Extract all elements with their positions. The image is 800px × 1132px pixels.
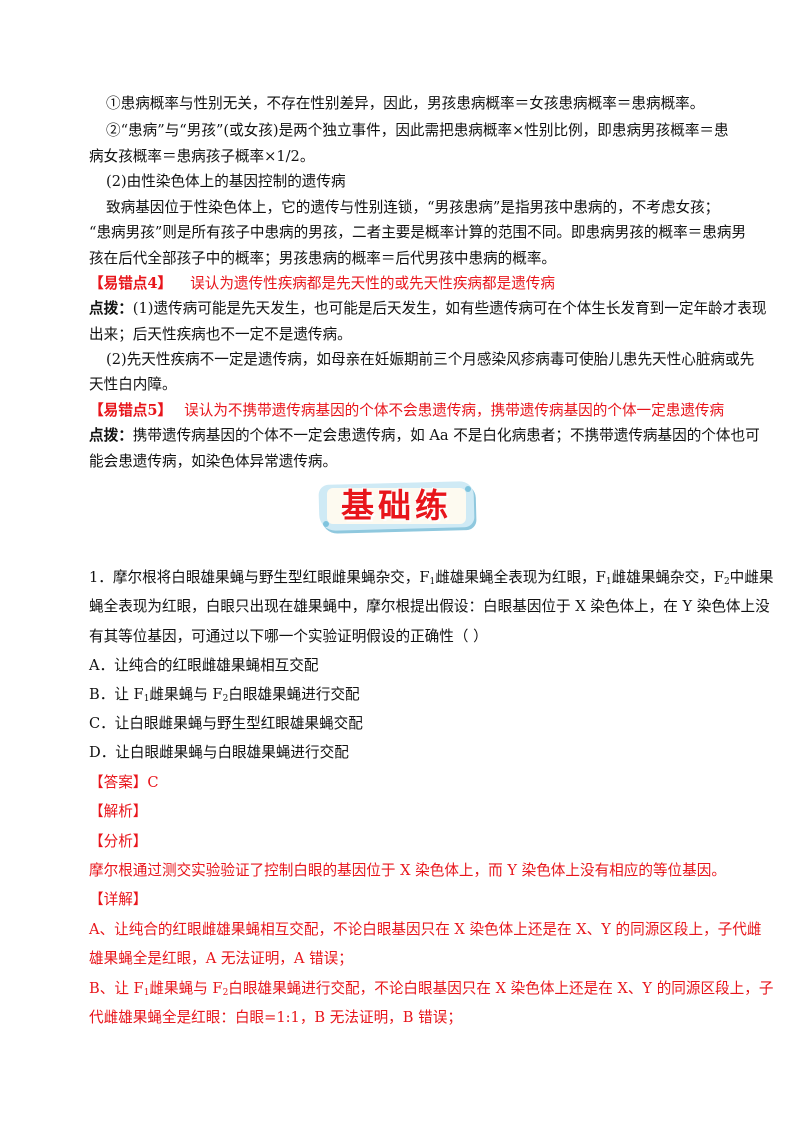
option-b: B．让 F1雌果蝇与 F2白眼雄果蝇进行交配	[89, 685, 360, 705]
detail-label: 【详解】	[89, 891, 148, 908]
fenxi-text: 摩尔根通过测交实验验证了控制白眼的基因位于 X 染色体上，而 Y 染色体上没有相…	[89, 862, 726, 879]
option-text: B．让 F	[89, 686, 144, 703]
question-text: 雌雄果蝇杂交，F	[611, 569, 724, 586]
subscript: 2	[222, 694, 229, 704]
analysis-label: 【解析】	[89, 803, 148, 820]
banner-inner-panel	[327, 488, 466, 524]
question-line: 1．摩尔根将白眼雄果蝇与野生型红眼雌果蝇杂交，F1雌雄果蝇全表现为红眼，F1雌雄…	[89, 568, 773, 588]
detail-text: 雌果蝇与 F	[149, 980, 223, 997]
paragraph-line: ②“患病”与“男孩”(或女孩)是两个独立事件，因此需把患病概率×性别比例，即患病…	[106, 122, 729, 139]
paragraph-line: 致病基因位于性染色体上，它的遗传与性别连锁，“男孩患病”是指男孩中患病的，不考虑…	[106, 199, 720, 216]
error-tag: 【易错点4】	[89, 275, 173, 292]
error-point-5-heading: 【易错点5】误认为不携带遗传病基因的个体不会患遗传病，携带遗传病基因的个体一定患…	[89, 401, 724, 421]
paragraph-line: ①患病概率与性别无关，不存在性别差异，因此，男孩患病概率＝女孩患病概率＝患病概率…	[106, 95, 705, 112]
banner-decoration-dot	[323, 521, 329, 527]
error-tag: 【易错点5】	[89, 402, 173, 419]
hint-line: 点拨：(1)遗传病可能是先天发生，也可能是后天发生，如有些遗传病可在个体生长发育…	[89, 299, 766, 319]
hint-text: (1)遗传病可能是先天发生，也可能是后天发生，如有些遗传病可在个体生长发育到一定…	[132, 300, 767, 317]
hint-line: 天性白内障。	[89, 376, 177, 393]
paragraph-line: 病女孩概率＝患病孩子概率×1/2。	[89, 148, 315, 165]
subscript: 2	[723, 577, 730, 587]
fenxi-label: 【分析】	[89, 833, 148, 850]
paragraph-line: (2)由性染色体上的基因控制的遗传病	[106, 173, 346, 190]
error-point-4-heading: 【易错点4】误认为遗传性疾病都是先天性的或先天性疾病都是遗传病	[89, 274, 555, 294]
hint-label: 点拨：	[89, 300, 133, 317]
detail-text: B、让 F	[89, 980, 144, 997]
option-text: 白眼雄果蝇进行交配	[228, 686, 360, 703]
detail-line: B、让 F1雌果蝇与 F2白眼雄果蝇进行交配，不论白眼基因只在 X 染色体上还是…	[89, 979, 773, 999]
error-statement: 误认为遗传性疾病都是先天性的或先天性疾病都是遗传病	[190, 275, 555, 292]
subscript: 2	[222, 988, 229, 998]
hint-label: 点拨：	[89, 427, 133, 444]
section-banner: 基础练	[318, 480, 475, 532]
banner-title: 基础练	[341, 486, 452, 525]
question-line: 蝇全表现为红眼，白眼只出现在雄果蝇中，摩尔根提出假设：白眼基因位于 X 染色体上…	[89, 598, 770, 615]
subscript: 1	[143, 694, 150, 704]
detail-line: 代雌雄果蝇全是红眼：白眼=1:1，B 无法证明，B 错误；	[89, 1009, 462, 1026]
paragraph-line: “患病男孩”则是所有孩子中患病的男孩，二者主要是概率计算的范围不同。即患病男孩的…	[89, 224, 747, 241]
question-text: 雌雄果蝇全表现为红眼，F	[435, 569, 606, 586]
hint-line: 能会患遗传病，如染色体异常遗传病。	[89, 453, 338, 470]
hint-line: 点拨：携带遗传病基因的个体不一定会患遗传病，如 Aa 不是白化病患者；不携带遗传…	[89, 426, 760, 446]
option-c: C．让白眼雌果蝇与野生型红眼雄果蝇交配	[89, 715, 363, 732]
hint-line: 出来；后天性疾病也不一定不是遗传病。	[89, 326, 352, 343]
question-text: 中雌果	[729, 569, 774, 586]
detail-text: 白眼雄果蝇进行交配，不论白眼基因只在 X 染色体上还是在 X、Y 的同源区段上，…	[228, 980, 774, 997]
option-text: 雌果蝇与 F	[149, 686, 223, 703]
question-line: 有其等位基因，可通过以下哪一个实验证明假设的正确性（ ）	[89, 628, 488, 645]
detail-line: A、让纯合的红眼雌雄果蝇相互交配，不论白眼基因只在 X 染色体上还是在 X、Y …	[89, 921, 762, 938]
paragraph-line: 孩在后代全部孩子中的概率；男孩患病的概率＝后代男孩中患病的概率。	[89, 250, 557, 267]
hint-line: (2)先天性疾病不一定是遗传病，如母亲在妊娠期前三个月感染风疹病毒可使胎儿患先天…	[106, 351, 755, 368]
detail-line: 雄果蝇全是红眼，A 无法证明，A 错误；	[89, 950, 353, 967]
subscript: 1	[429, 577, 436, 587]
option-a: A．让纯合的红眼雌雄果蝇相互交配	[89, 657, 319, 674]
question-number: 1．	[89, 569, 113, 586]
option-d: D．让白眼雌果蝇与白眼雄果蝇进行交配	[89, 744, 349, 761]
error-statement: 误认为不携带遗传病基因的个体不会患遗传病，携带遗传病基因的个体一定患遗传病	[184, 402, 725, 419]
answer-label: 【答案】C	[89, 774, 159, 791]
hint-text: 携带遗传病基因的个体不一定会患遗传病，如 Aa 不是白化病患者；不携带遗传病基因…	[132, 427, 760, 444]
subscript: 1	[605, 577, 612, 587]
question-text: 摩尔根将白眼雄果蝇与野生型红眼雌果蝇杂交，F	[112, 569, 430, 586]
banner-decoration-dot	[465, 486, 471, 492]
subscript: 1	[143, 988, 150, 998]
